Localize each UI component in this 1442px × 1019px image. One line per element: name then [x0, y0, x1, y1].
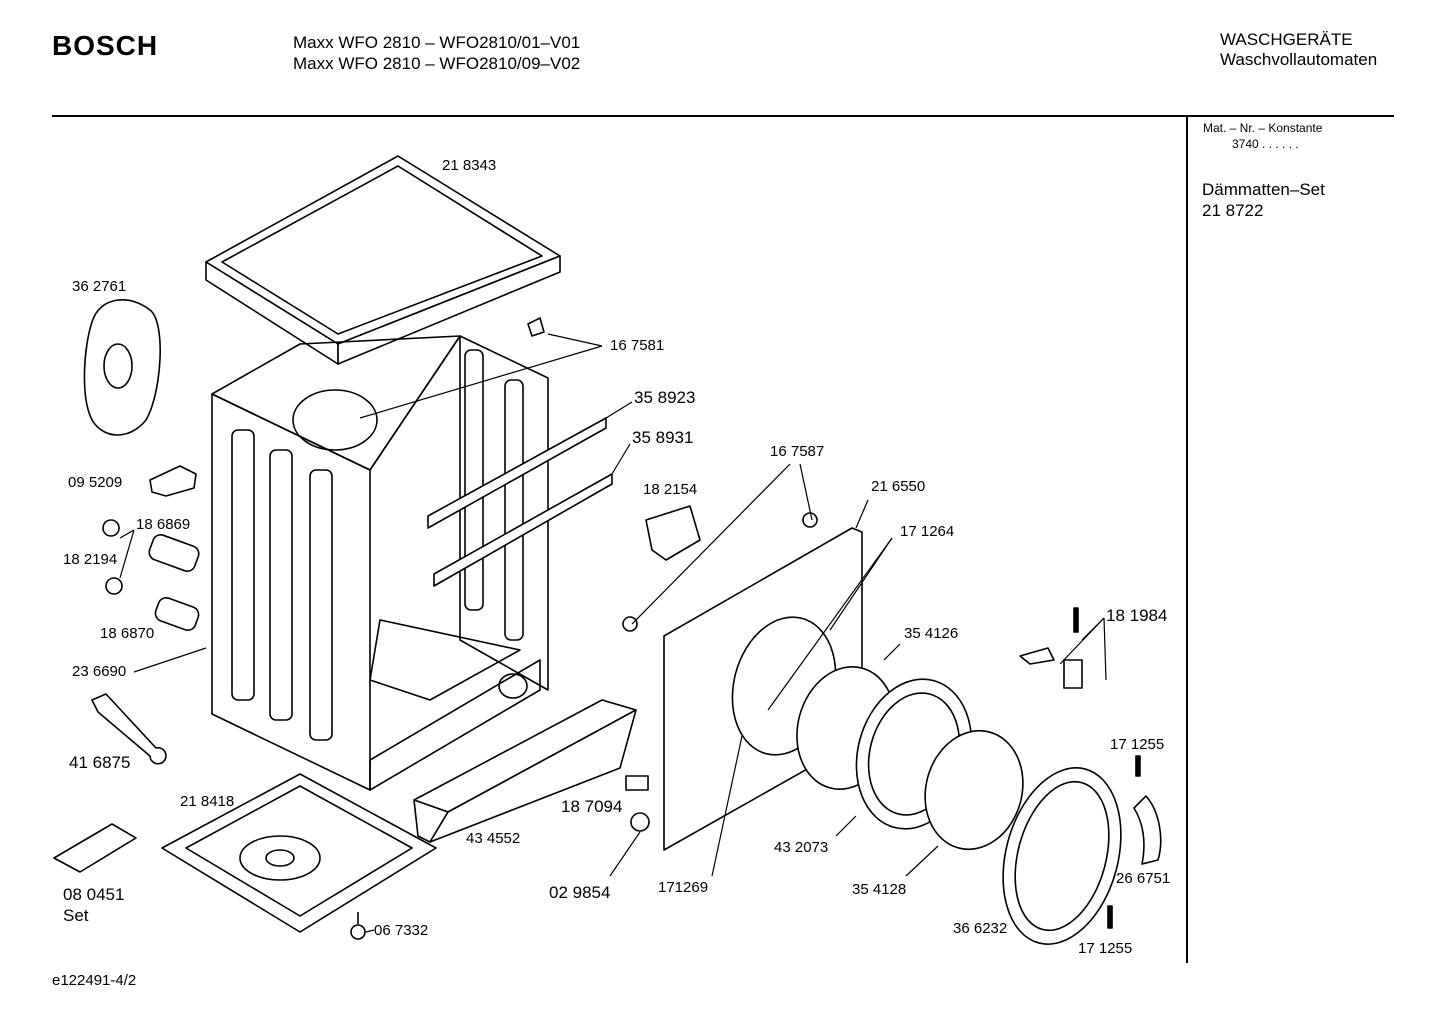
part-label-354126: 35 4126 — [904, 625, 959, 642]
part-label-216550: 21 6550 — [871, 478, 926, 495]
part-label-171264: 17 1264 — [900, 523, 955, 540]
brand-logo: BOSCH — [52, 30, 159, 61]
category-line-1: WASCHGERÄTE — [1220, 30, 1353, 49]
sidebar-divider — [1186, 117, 1188, 963]
part-label-171255-upper: 17 1255 — [1110, 736, 1165, 753]
part-label-218343: 21 8343 — [442, 157, 497, 174]
part-label-434552: 43 4552 — [466, 830, 521, 847]
part-label-416875: 41 6875 — [69, 753, 131, 772]
part-label-181984: 18 1984 — [1106, 606, 1168, 625]
part-label-362761: 36 2761 — [72, 278, 127, 295]
front-door-drawing — [527, 317, 1162, 945]
insulation-set-name: Dämmatten–Set — [1202, 180, 1325, 199]
part-label-167587: 16 7587 — [770, 443, 825, 460]
header-divider — [52, 115, 1394, 117]
part-label-095209: 09 5209 — [68, 474, 123, 491]
part-label-067332: 06 7332 — [374, 922, 429, 939]
insulation-set-number: 21 8722 — [1202, 201, 1264, 220]
part-label-187094: 18 7094 — [561, 797, 623, 816]
part-label-171269: 171269 — [658, 879, 709, 896]
part-label-266751: 26 6751 — [1116, 870, 1171, 887]
part-label-354128: 35 4128 — [852, 881, 907, 898]
constant-label: Mat. – Nr. – Konstante — [1203, 121, 1323, 135]
part-label-182194: 18 2194 — [63, 551, 118, 568]
part-label-358923: 35 8923 — [634, 388, 696, 407]
model-line-2: Maxx WFO 2810 – WFO2810/09–V02 — [293, 54, 581, 73]
leader-lines — [119, 333, 1107, 933]
rails-drawing — [427, 417, 613, 587]
part-label-366232: 36 6232 — [953, 920, 1008, 937]
drawing-id: e122491-4/2 — [52, 972, 137, 989]
part-label-432073: 43 2073 — [774, 839, 829, 856]
part-label-080451-set: Set — [63, 906, 89, 925]
model-line-1: Maxx WFO 2810 – WFO2810/01–V01 — [293, 33, 581, 52]
part-label-186870: 18 6870 — [100, 625, 155, 642]
part-label-029854: 02 9854 — [549, 883, 611, 902]
part-label-171255-lower: 17 1255 — [1078, 940, 1133, 957]
part-label-182154: 18 2154 — [643, 481, 698, 498]
part-label-186869: 18 6869 — [136, 516, 191, 533]
left-parts-drawing — [53, 299, 200, 873]
part-label-236690: 23 6690 — [72, 663, 127, 680]
constant-value: 3740 . . . . . . — [1232, 137, 1299, 151]
part-label-218418: 21 8418 — [180, 793, 235, 810]
cabinet-drawing — [211, 335, 549, 791]
top-cover-drawing — [205, 155, 561, 365]
base-drawing — [161, 699, 637, 940]
part-label-080451: 08 0451 — [63, 885, 125, 904]
category-line-2: Waschvollautomaten — [1220, 50, 1378, 69]
part-label-358931: 35 8931 — [632, 428, 694, 447]
part-label-167581: 16 7581 — [610, 337, 665, 354]
